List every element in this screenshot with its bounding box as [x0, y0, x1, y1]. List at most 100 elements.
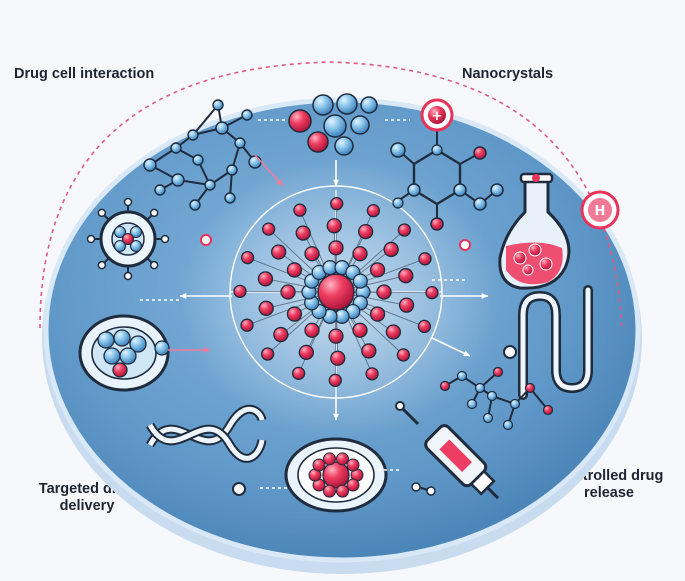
lattice-node	[291, 366, 306, 380]
dna-helix-icon	[146, 404, 267, 463]
hydrogen-badge-icon: H	[580, 190, 620, 230]
core-sphere	[317, 273, 355, 311]
lattice-node	[398, 297, 415, 313]
chain-node	[456, 370, 468, 382]
lattice-node	[396, 348, 411, 362]
lattice-node	[369, 306, 386, 322]
label-nanocrystals: Nanocrystals	[462, 66, 554, 82]
lattice-node	[286, 306, 303, 322]
network-node	[187, 129, 199, 141]
chain-node	[542, 404, 554, 416]
network-node	[241, 109, 253, 121]
network-node	[143, 158, 157, 172]
lattice-node	[397, 223, 412, 237]
flask-icon	[498, 172, 571, 290]
arrow-head	[203, 346, 210, 354]
arrow-head	[332, 179, 340, 186]
molecular-network-icon	[143, 99, 262, 211]
receptor-sphere	[129, 225, 143, 239]
receptor-sphere	[129, 239, 143, 253]
network-node	[215, 121, 229, 135]
lattice-node	[328, 328, 344, 344]
chain-node	[492, 366, 504, 378]
svg-text:+: +	[432, 109, 443, 124]
lattice-node	[328, 240, 344, 256]
lattice-node	[240, 318, 254, 332]
lattice-node	[383, 241, 399, 258]
lattice-node	[270, 244, 287, 260]
lattice-node	[280, 284, 296, 300]
network-node	[189, 199, 201, 211]
arrow-shaft	[431, 337, 471, 357]
network-node	[226, 164, 238, 176]
nanoparticle-capsule-icon	[284, 437, 388, 513]
lattice-node	[273, 326, 289, 343]
capsule-sphere	[346, 478, 360, 492]
receptor-sphere	[113, 239, 127, 253]
receptor-tip	[86, 234, 96, 244]
flow-arrows	[168, 154, 488, 420]
receptor-tip	[123, 271, 133, 281]
coil-icon	[503, 285, 593, 400]
lattice-node	[328, 373, 342, 387]
arrow-head	[332, 413, 340, 420]
network-node	[171, 173, 185, 187]
syringe-icon	[395, 401, 500, 500]
chain-node	[486, 390, 498, 402]
lattice-node	[376, 284, 392, 300]
lattice-node	[233, 284, 247, 299]
chain-node	[509, 398, 521, 410]
capsule-sphere	[335, 484, 349, 498]
network-node	[192, 154, 204, 166]
chain-node	[439, 380, 451, 392]
network-node	[154, 184, 166, 196]
lattice-node	[418, 252, 432, 266]
chain-node	[474, 382, 486, 394]
receptor-tip	[149, 208, 159, 218]
lattice-node	[352, 322, 368, 338]
network-node	[212, 99, 224, 111]
network-node	[224, 192, 236, 204]
lattice-node	[417, 319, 432, 334]
receptor-tip	[97, 260, 107, 270]
arrow-head	[481, 292, 488, 300]
dashed-connectors	[140, 119, 468, 489]
lattice-node	[326, 218, 342, 234]
lattice-node	[330, 197, 344, 211]
chain-node	[524, 382, 536, 394]
receptor-tip	[160, 234, 170, 244]
arrow-head	[180, 292, 187, 300]
network-node	[234, 137, 246, 149]
lattice-node	[366, 204, 381, 218]
lattice-node	[385, 324, 402, 340]
lattice-node	[357, 223, 374, 240]
network-node	[248, 155, 262, 169]
receptor-tip	[149, 260, 159, 270]
lattice-node	[298, 344, 315, 361]
receptor-tip	[97, 208, 107, 218]
arrow-head	[276, 179, 283, 186]
chain-node	[502, 419, 514, 431]
lattice-node	[369, 262, 386, 278]
lattice-node	[398, 268, 414, 284]
molecule-chain-icon	[439, 366, 554, 431]
lattice-node	[425, 285, 439, 300]
targeted-cell-icon	[78, 314, 170, 392]
capsule-sphere	[323, 484, 337, 498]
network-bond	[192, 104, 219, 136]
arrow-head	[463, 350, 470, 357]
receptor-sphere	[113, 225, 127, 239]
lattice-node	[330, 350, 346, 366]
capsule-sphere	[312, 458, 326, 472]
dashed-arc	[39, 61, 623, 331]
capsule-sphere	[323, 452, 337, 466]
network-node	[204, 179, 216, 191]
lattice-node	[293, 203, 307, 217]
chain-node	[466, 398, 478, 410]
lattice-node	[361, 343, 377, 359]
lattice-node	[257, 271, 274, 287]
cell-receptor-icon	[86, 197, 170, 281]
receptor-tip	[123, 197, 133, 207]
core-shell-sphere	[352, 273, 368, 289]
